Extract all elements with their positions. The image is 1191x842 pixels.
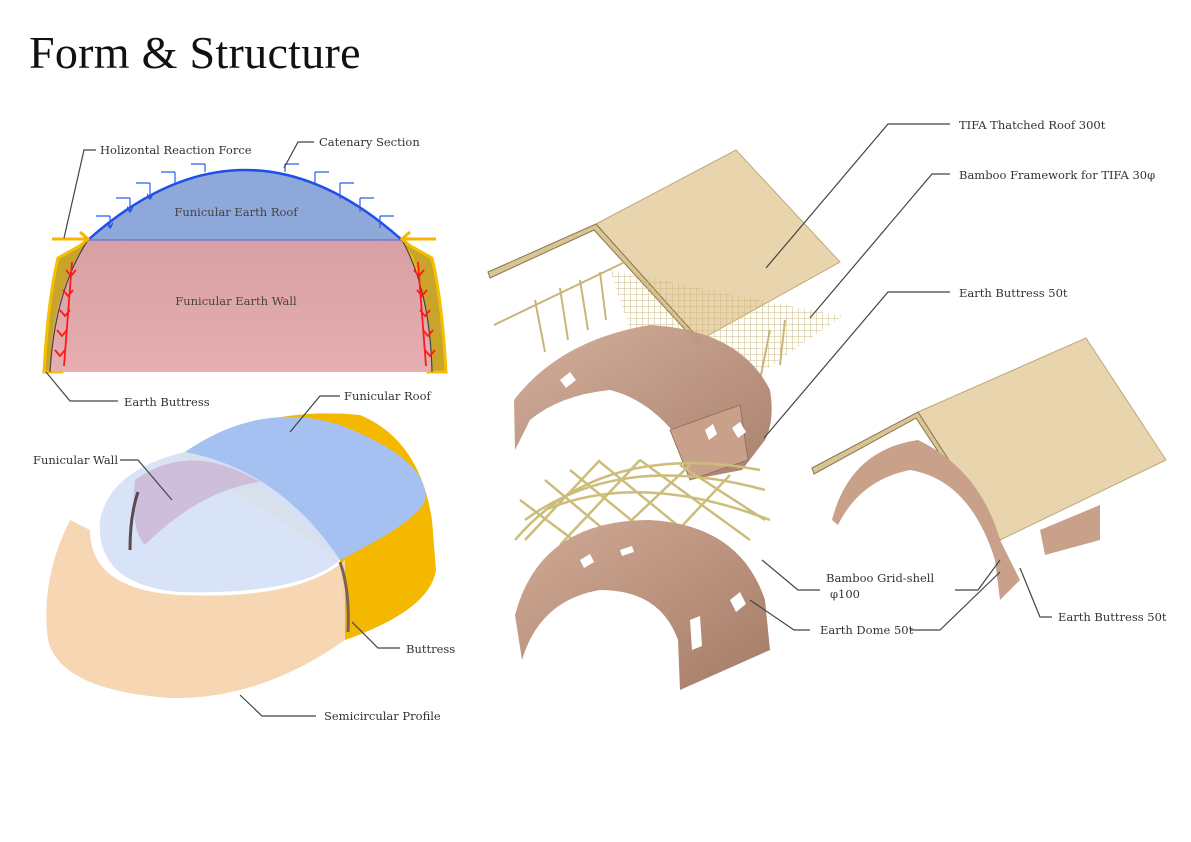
label-semicircular-profile: Semicircular Profile [324,709,441,723]
iso-base-profile [46,520,345,699]
label-earth-buttress: Earth Buttress [124,395,210,409]
label-funicular-earth-wall: Funicular Earth Wall [175,294,297,308]
iso-funicular-roof [185,416,426,560]
bamboo-framework-posts [493,261,786,381]
section-diagram: Holizontal Reaction Force Catenary Secti… [42,135,448,409]
assembled-model-walls [832,440,1020,600]
wall-force-arrows [54,261,436,367]
label-grid-shell-diameter: φ100 [830,587,860,601]
label-buttress: Buttress [406,642,455,656]
funicular-earth-wall [50,240,432,372]
label-funicular-earth-roof: Funicular Earth Roof [174,205,298,219]
assembled-model-roof [917,337,1167,541]
label-horizontal-reaction-force: Holizontal Reaction Force [100,143,252,157]
iso-funicular-wall [133,460,260,545]
earth-dome [515,520,770,690]
isometric-form-diagram: Funicular Roof Funicular Wall Buttress S… [33,389,455,723]
page-title: Form & Structure [29,27,361,78]
label-earth-buttress-top: Earth Buttress 50t [959,286,1068,300]
label-earth-dome: Earth Dome 50t [820,623,914,637]
label-funicular-wall: Funicular Wall [33,453,118,467]
exploded-axonometric: TIFA Thatched Roof 300t Bamboo Framework… [487,118,1167,690]
label-tifa-thatched-roof: TIFA Thatched Roof 300t [959,118,1106,132]
label-bamboo-grid-shell: Bamboo Grid-shell [826,571,934,585]
label-catenary-section: Catenary Section [319,135,420,149]
label-funicular-roof: Funicular Roof [344,389,432,403]
bamboo-grid-shell [514,458,771,561]
label-bamboo-framework: Bamboo Framework for TIFA 30φ [959,168,1155,182]
label-earth-buttress-right: Earth Buttress 50t [1058,610,1167,624]
reaction-force-arrows [52,230,436,248]
